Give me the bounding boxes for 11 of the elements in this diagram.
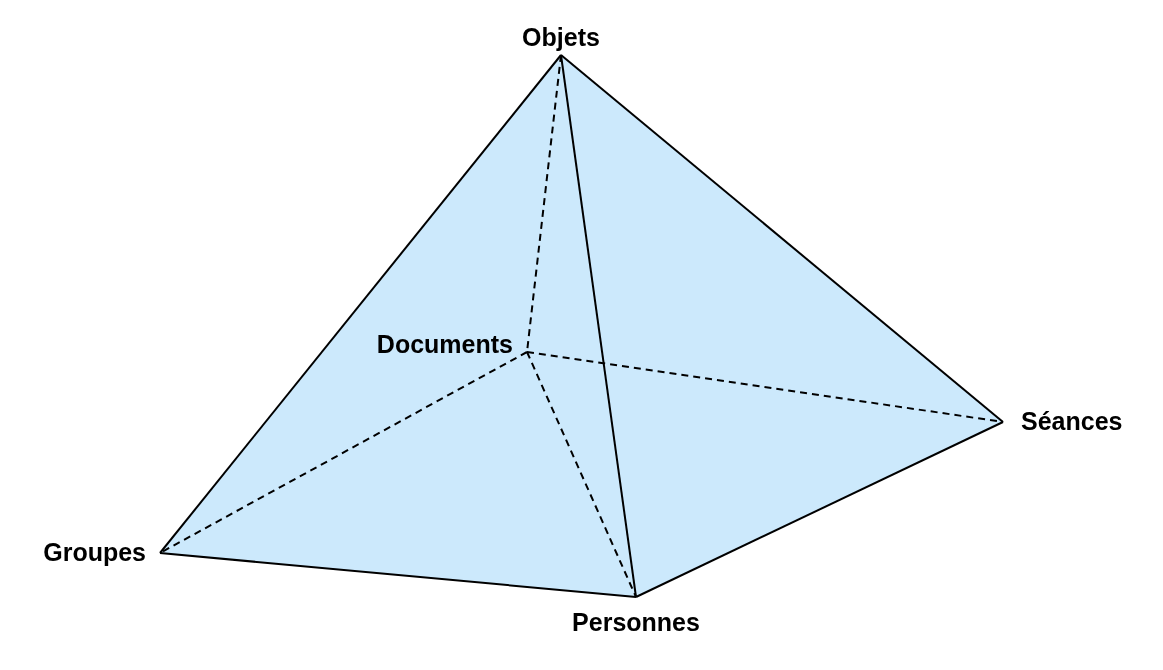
- vertex-label: Documents: [376, 330, 527, 359]
- pyramid-edge: [560, 54, 1004, 423]
- pyramid-edge: [526, 351, 1004, 423]
- vertex-label: Personnes: [572, 597, 700, 637]
- pyramid-edge: [159, 552, 637, 598]
- pyramid-edge: [526, 351, 637, 598]
- pyramid-edge: [635, 421, 1004, 598]
- vertex-label: Objets: [522, 23, 600, 55]
- pyramid-edge: [159, 54, 562, 554]
- vertex-label: Groupes: [43, 539, 160, 567]
- vertex-label: Séances: [1003, 408, 1123, 436]
